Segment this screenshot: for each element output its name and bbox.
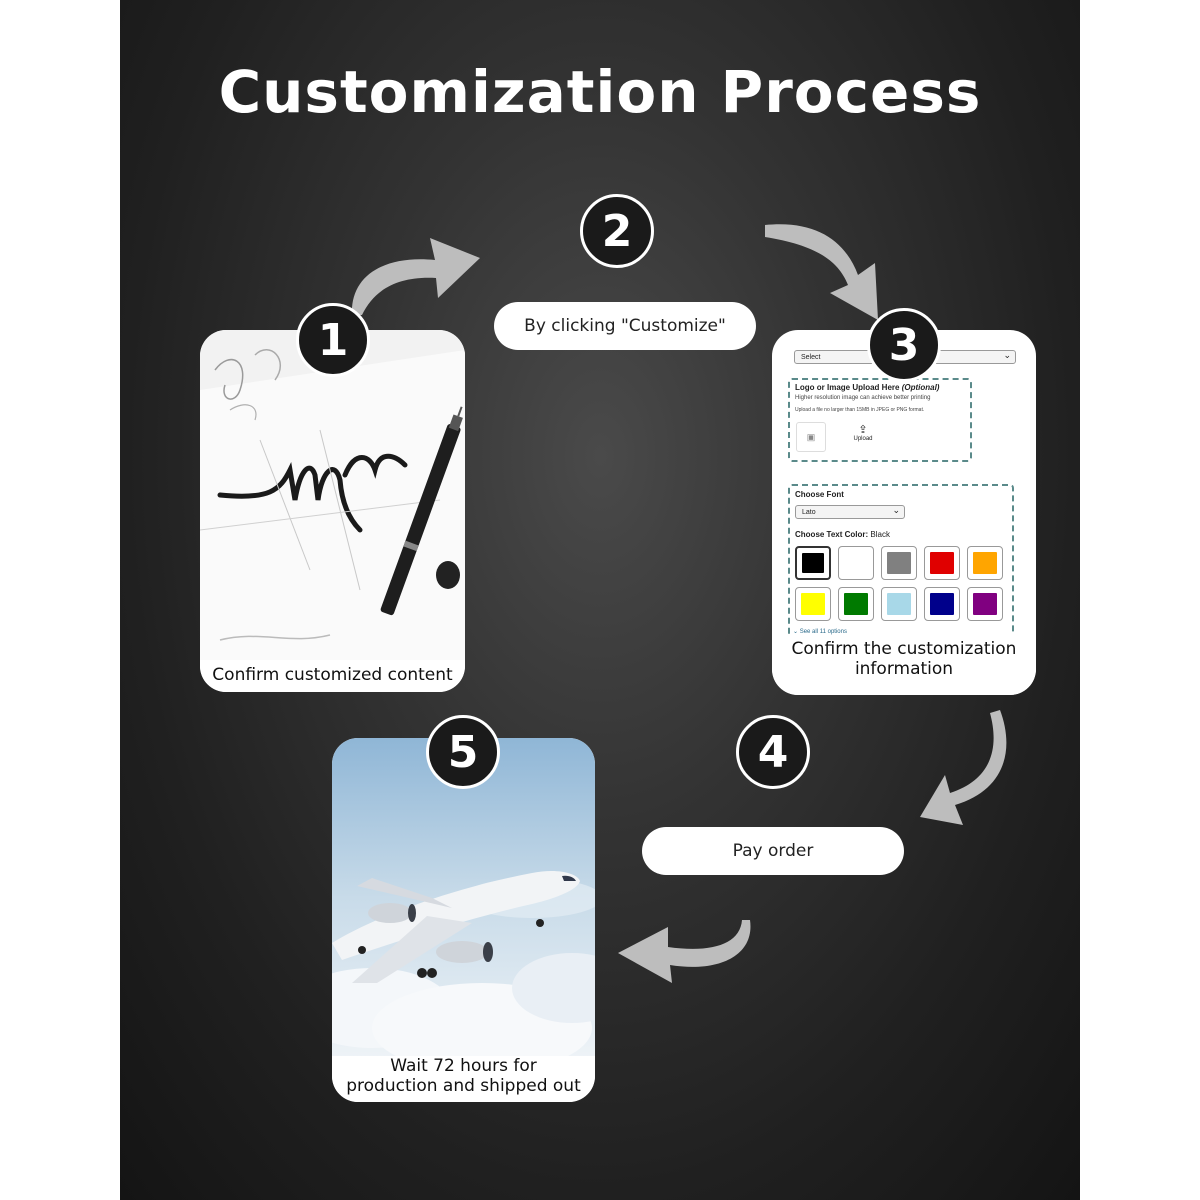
step-3-badge: 3 (867, 308, 941, 382)
color-label-row: Choose Text Color: Black (795, 530, 890, 539)
airplane-photo (332, 738, 595, 1058)
step-4-label: Pay order (642, 827, 904, 875)
upload-optional: (Optional) (901, 383, 940, 392)
step-4-badge: 4 (736, 715, 810, 789)
step-5-caption-line1: Wait 72 hours for (390, 1056, 537, 1076)
color-swatch[interactable] (838, 546, 874, 580)
step-2-caption: By clicking "Customize" (524, 316, 726, 336)
step-4-caption: Pay order (732, 841, 814, 861)
upload-hint-2: Upload a file no larger than 15MB in JPE… (795, 407, 925, 413)
upload-area[interactable]: Logo or Image Upload Here (Optional) Hig… (788, 378, 972, 462)
color-label: Choose Text Color: (795, 530, 869, 539)
upload-title: Logo or Image Upload Here (795, 383, 900, 392)
arrow-1-to-2 (351, 238, 480, 315)
see-all-link[interactable]: ⌄ See all 11 options (793, 628, 847, 635)
step-1-caption-box: Confirm customized content (200, 660, 465, 692)
step-1-badge: 1 (296, 303, 370, 377)
upload-hint-1: Higher resolution image can achieve bett… (795, 395, 931, 401)
color-swatch[interactable] (967, 546, 1003, 580)
step-2-badge: 2 (580, 194, 654, 268)
font-select-value: Lato (802, 509, 816, 516)
chevron-down-icon: ⌄ (793, 629, 799, 635)
step-5-caption-box: Wait 72 hours for production and shipped… (332, 1056, 595, 1102)
text-options-area: Choose Font Lato Choose Text Color: Blac… (788, 484, 1014, 640)
font-label: Choose Font (795, 490, 844, 499)
color-swatch[interactable] (924, 546, 960, 580)
color-swatch[interactable] (795, 587, 831, 621)
color-swatch[interactable] (795, 546, 831, 580)
airplane (332, 870, 580, 983)
step-3-caption-line1: Confirm the customization (791, 639, 1017, 659)
font-select[interactable]: Lato (795, 503, 905, 519)
color-swatch[interactable] (967, 587, 1003, 621)
color-swatch[interactable] (881, 587, 917, 621)
step-5-caption-line2: production and shipped out (346, 1076, 581, 1096)
step-1-caption: Confirm customized content (212, 665, 453, 685)
step-3-caption-line2: information (854, 659, 954, 679)
color-swatch[interactable] (881, 546, 917, 580)
upload-button[interactable]: ⇪ Upload (845, 424, 881, 442)
arrow-2-to-3 (765, 224, 878, 320)
arrow-3-to-4 (920, 710, 1007, 825)
arrow-4-to-5 (618, 920, 751, 983)
upload-button-label: Upload (853, 436, 873, 442)
step-2-label: By clicking "Customize" (494, 302, 756, 350)
step-5-badge: 5 (426, 715, 500, 789)
sketch-illustration (200, 330, 465, 660)
see-all-label: See all 11 options (799, 629, 847, 635)
page-title: Customization Process (218, 58, 982, 126)
step-5-card: Wait 72 hours for production and shipped… (332, 738, 595, 1102)
color-swatch[interactable] (838, 587, 874, 621)
image-placeholder-icon: ▣ (796, 422, 826, 452)
color-value: Black (870, 530, 890, 539)
upload-icon: ⇪ (858, 424, 868, 436)
step-1-card: Confirm customized content (200, 330, 465, 692)
side-select-value: Select (801, 354, 821, 361)
step-3-caption-box: Confirm the customization information (772, 635, 1036, 695)
step-3-card: Select Logo or Image Upload Here (Option… (772, 330, 1036, 695)
color-swatch[interactable] (924, 587, 960, 621)
